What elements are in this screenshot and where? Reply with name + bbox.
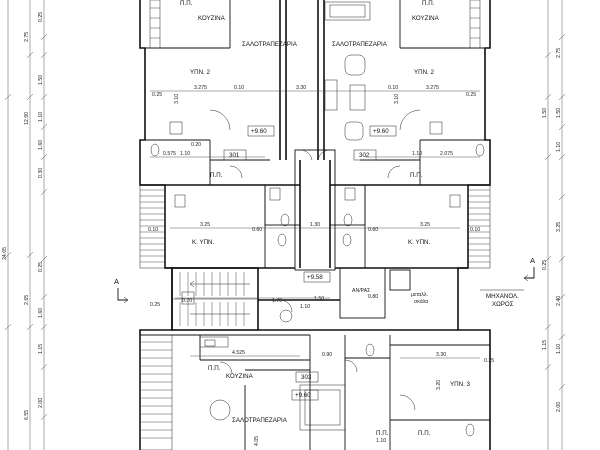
- label-metal-stair-2: σκάλα: [414, 298, 428, 305]
- dimension-lines: 24.65 12.90 2.75 2.65 6.55 0.25 1.50 1.1…: [2, 0, 566, 450]
- dim-i-35: 0.90: [322, 352, 332, 358]
- label-pp-tr: Π.Π.: [422, 0, 435, 7]
- label-pp-mr: Π.Π.: [410, 172, 423, 179]
- dim-r-2: 1.50: [542, 108, 548, 118]
- label-elev-3: +9.58: [307, 274, 323, 281]
- dim-left-bottom: 6.55: [24, 410, 30, 420]
- label-pp-b2: Π.Π.: [376, 430, 389, 437]
- label-mech-1: ΜΗΧΑΝΟΛ.: [486, 293, 519, 300]
- label-pp-tl: Π.Π.: [180, 0, 193, 7]
- room-labels: ΚΟΥΖΙΝΑ ΚΟΥΖΙΝΑ ΣΑΛΟΤΡΑΠΕΖΑΡΙΑ ΣΑΛΟΤΡΑΠΕ…: [180, 0, 519, 437]
- dim-i-8: 3.10: [174, 94, 180, 104]
- dim-i-3: 0.10: [388, 85, 398, 91]
- dim-i-7: 0.25: [466, 92, 476, 98]
- dim-i-19: 3.25: [200, 222, 210, 228]
- label-kbed-right: Κ. ΥΠΝ.: [408, 239, 431, 246]
- dim-i-15: 2.075: [440, 151, 453, 157]
- dim-l2-1: 1.50: [38, 75, 44, 85]
- dim-l2-5: 0.30: [38, 168, 44, 178]
- dim-l2-6: 0.25: [38, 262, 44, 272]
- label-kbed-left: Κ. ΥΠΝ.: [192, 239, 215, 246]
- dim-r-6: 0.25: [542, 260, 548, 270]
- label-mech-2: ΧΩΡΟΣ: [492, 301, 514, 308]
- dim-i-25: 1.30: [310, 222, 320, 228]
- dim-i-13: 0.575: [163, 151, 176, 157]
- label-pp-b1: Π.Π.: [208, 365, 221, 372]
- dim-i-39: 3.30: [436, 352, 446, 358]
- dim-i-41: 3.20: [436, 380, 442, 390]
- label-unit-302: 302: [359, 152, 370, 159]
- label-bed2-right: ΥΠΝ. 2: [414, 69, 435, 76]
- dim-l2-0: 0.25: [38, 12, 44, 22]
- dim-left-upper: 12.90: [24, 112, 30, 125]
- dim-i-47: 4.05: [254, 436, 260, 446]
- dim-r-12: 2.00: [556, 402, 562, 412]
- dim-i-4: 3.275: [426, 85, 439, 91]
- label-salon-left: ΣΑΛΟΤΡΑΠΕΖΑΡΙΑ: [242, 41, 298, 48]
- dim-i-32: 1.10: [300, 304, 310, 310]
- dim-i-30: 1.70: [272, 298, 282, 304]
- label-lift: ΑΝ/ΡΑΣ: [352, 288, 370, 294]
- dim-l2-4: 1.60: [38, 140, 44, 150]
- dim-r-3: 1.10: [556, 142, 562, 152]
- section-markers: A A: [114, 256, 535, 304]
- inner-dimensions: 3.275 0.10 3.30 0.10 3.275 0.25 0.25 3.1…: [148, 85, 494, 446]
- section-marker-left: A: [114, 277, 119, 286]
- dim-r-9: 1.10: [556, 344, 562, 354]
- label-salon-right: ΣΑΛΟΤΡΑΠΕΖΑΡΙΑ: [332, 41, 388, 48]
- dim-i-1: 0.10: [234, 85, 244, 91]
- dim-i-12: 1.10: [180, 151, 190, 157]
- label-elev-1: +9.60: [251, 128, 267, 135]
- label-elev-4: +9.60: [295, 392, 311, 399]
- dim-left-mid: 2.65: [24, 295, 30, 305]
- label-unit-303: 303: [301, 374, 312, 381]
- label-pp-ml: Π.Π.: [210, 172, 223, 179]
- dim-i-2: 3.30: [296, 85, 306, 91]
- dim-i-17: 0.10: [148, 227, 158, 233]
- dim-total: 24.65: [2, 247, 8, 260]
- label-salon-bottom: ΣΑΛΟΤΡΑΠΕΖΑΡΙΑ: [232, 417, 288, 424]
- staircase: [172, 272, 293, 326]
- label-kitchen-left: ΚΟΥΖΙΝΑ: [198, 15, 226, 22]
- dim-i-9: 3.10: [394, 94, 400, 104]
- dim-i-40: 0.25: [484, 358, 494, 364]
- furniture: [150, 1, 485, 437]
- dim-l2-10: 1.15: [38, 344, 44, 354]
- dim-i-0: 3.275: [194, 85, 207, 91]
- dim-i-6: 0.25: [152, 92, 162, 98]
- dim-i-24: 0.60: [252, 227, 262, 233]
- label-unit-301: 301: [229, 152, 240, 159]
- balcony-hatching: [139, 0, 491, 450]
- dim-i-50: 0.80: [368, 294, 378, 300]
- dim-i-44: 1.10: [376, 438, 386, 444]
- dim-l2-3: 1.10: [38, 112, 44, 122]
- dim-r-1: 1.50: [556, 108, 562, 118]
- dim-l2-13: 2.00: [38, 398, 44, 408]
- dim-i-34: 4.525: [232, 350, 245, 356]
- dim-i-26: 0.60: [368, 227, 378, 233]
- label-pp-b3: Π.Π.: [418, 430, 431, 437]
- label-elev-2: +9.60: [373, 128, 389, 135]
- dim-l2-7: 1.60: [38, 308, 44, 318]
- section-marker-right: A: [530, 256, 535, 265]
- label-kitchen-right: ΚΟΥΖΙΝΑ: [412, 15, 440, 22]
- dim-r-10: 1.15: [542, 340, 548, 350]
- dim-i-31: 1.50: [314, 296, 324, 302]
- dim-i-22: 0.10: [470, 227, 480, 233]
- label-bed3: ΥΠΝ. 3: [450, 381, 471, 388]
- dim-i-14: 1.10: [412, 151, 422, 157]
- dim-i-29: 0.20: [182, 298, 192, 304]
- dim-r-8: 2.40: [556, 296, 562, 306]
- door-swings: [209, 109, 421, 411]
- dim-i-33: 0.25: [150, 302, 160, 308]
- label-kitchen-bottom: ΚΟΥΖΙΝΑ: [226, 373, 254, 380]
- dim-i-16: 0.20: [191, 142, 201, 148]
- dim-i-21: 3.25: [420, 222, 430, 228]
- label-bed2-left: ΥΠΝ. 2: [190, 69, 211, 76]
- dim-r-0: 2.75: [556, 48, 562, 58]
- label-metal-stair-1: μεταλλ.: [411, 292, 428, 298]
- dim-left-top: 2.75: [24, 32, 30, 42]
- dim-r-5: 3.25: [556, 222, 562, 232]
